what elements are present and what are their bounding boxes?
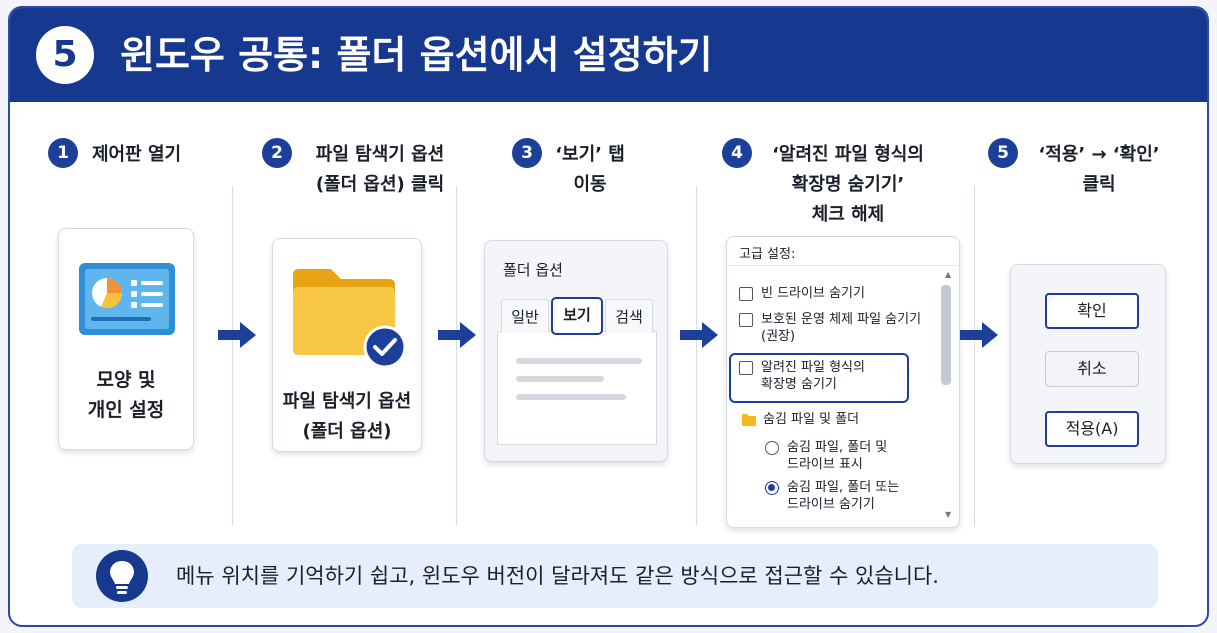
label-line: 파일 탐색기 옵션: [282, 391, 412, 412]
advanced-settings-title: 고급 설정:: [739, 247, 796, 262]
hide-known-extensions-label: 알려진 파일 형식의 확장명 숨기기: [761, 359, 865, 393]
label-line: 모양 및: [96, 369, 156, 391]
section-number: 5: [36, 26, 94, 84]
apply-button[interactable]: 적용(A): [1045, 411, 1139, 447]
control-panel-label: 모양 및 개인 설정: [59, 365, 193, 425]
tip-text: 메뉴 위치를 기억하기 쉽고, 윈도우 버전이 달라져도 같은 방식으로 접근할…: [176, 564, 939, 588]
hide-hidden-files-label: 숨김 파일, 폴더 또는 드라이브 숨기기: [787, 479, 899, 513]
step-label: 제어판 열기: [92, 140, 181, 170]
hide-empty-drives-label: 빈 드라이브 숨기기: [761, 285, 865, 302]
hide-protected-os-files-label: 보호된 운영 체제 파일 숨기기 (권장): [761, 311, 921, 345]
step-label: ‘보기’ 탭 이동: [550, 140, 630, 200]
step-label: 파일 탐색기 옵션 (폴더 옵션) 클릭: [300, 140, 460, 200]
arrow-right-icon: [960, 322, 998, 348]
step-label-line: (폴더 옵션) 클릭: [315, 174, 445, 195]
label-line: 알려진 파일 형식의: [761, 360, 865, 375]
step-label-line: ‘보기’ 탭: [555, 144, 625, 165]
page-title: 윈도우 공통: 폴더 옵션에서 설정하기: [120, 33, 713, 77]
step-number: 2: [262, 138, 292, 168]
folder-options-dialog: 폴더 옵션 일반 보기 검색: [484, 240, 668, 462]
scroll-up-icon[interactable]: ▲: [945, 270, 952, 279]
arrow-right-icon: [680, 322, 718, 348]
hide-known-extensions-checkbox[interactable]: [739, 361, 753, 375]
lightbulb-icon: [96, 550, 148, 602]
advanced-settings-panel: 고급 설정: 빈 드라이브 숨기기 보호된 운영 체제 파일 숨기기 (권장) …: [726, 236, 960, 528]
tab-general[interactable]: 일반: [501, 299, 549, 333]
divider: [727, 265, 959, 266]
label-line: (폴더 옵션): [302, 421, 392, 442]
label-line: 보호된 운영 체제 파일 숨기기: [761, 312, 922, 327]
label-line: (권장): [761, 329, 796, 344]
column-divider: [696, 186, 697, 526]
dialog-title: 폴더 옵션: [503, 261, 563, 279]
explorer-options-card[interactable]: 파일 탐색기 옵션 (폴더 옵션): [272, 238, 422, 452]
show-hidden-files-label: 숨김 파일, 폴더 및 드라이브 표시: [787, 439, 887, 473]
step-label: ‘알려진 파일 형식의 확장명 숨기기’ 체크 해제: [758, 140, 938, 230]
arrow-right-icon: [438, 322, 476, 348]
hide-protected-os-files-checkbox[interactable]: [739, 313, 753, 327]
tab-search[interactable]: 검색: [605, 299, 653, 333]
placeholder-line: [516, 358, 642, 364]
label-line: 빈 드라이브 숨기기: [761, 286, 865, 301]
label-line: 숨김 파일 및 폴더: [763, 412, 860, 427]
dialog-buttons-card: 확인 취소 적용(A): [1010, 264, 1166, 464]
step-label-line: 확장명 숨기기’: [791, 174, 905, 195]
ok-button[interactable]: 확인: [1045, 293, 1139, 329]
step-label-line: ‘적용’ → ‘확인’: [1038, 144, 1160, 165]
step-number: 3: [512, 138, 542, 168]
highlight-box: [729, 353, 909, 403]
label-line: 숨김 파일, 폴더 또는: [787, 480, 900, 495]
tip-box: 메뉴 위치를 기억하기 쉽고, 윈도우 버전이 달라져도 같은 방식으로 접근할…: [72, 544, 1158, 608]
title-banner: 5 윈도우 공통: 폴더 옵션에서 설정하기: [10, 8, 1207, 102]
step-number: 1: [48, 138, 78, 168]
column-divider: [456, 186, 457, 526]
scroll-down-icon[interactable]: ▼: [945, 510, 952, 519]
label-line: 개인 설정: [87, 399, 165, 421]
column-divider: [974, 186, 975, 526]
hide-empty-drives-checkbox[interactable]: [739, 287, 753, 301]
step-number: 5: [988, 138, 1018, 168]
placeholder-line: [516, 376, 604, 382]
explorer-options-label: 파일 탐색기 옵션 (폴더 옵션): [273, 387, 421, 447]
cancel-button[interactable]: 취소: [1045, 351, 1139, 387]
step-number: 4: [722, 138, 752, 168]
scrollbar-thumb[interactable]: [941, 285, 951, 385]
column-divider: [232, 186, 233, 526]
label-line: 드라이브 숨기기: [787, 497, 875, 512]
label-line: 숨김 파일, 폴더 및: [787, 440, 888, 455]
step-label-line: 체크 해제: [811, 204, 885, 225]
control-panel-card[interactable]: 모양 및 개인 설정: [58, 228, 194, 450]
folder-icon: [742, 414, 756, 426]
step-label-line: 파일 탐색기 옵션: [315, 144, 445, 165]
arrow-right-icon: [218, 322, 256, 348]
step-label-line: 제어판 열기: [92, 144, 182, 165]
hide-hidden-files-radio[interactable]: [765, 481, 779, 495]
hidden-files-group-label: 숨김 파일 및 폴더: [763, 411, 859, 428]
infographic-frame: 5 윈도우 공통: 폴더 옵션에서 설정하기 1 제어판 열기 2 파일 탐색기…: [8, 6, 1209, 627]
step-label-line: 이동: [573, 174, 607, 195]
label-line: 드라이브 표시: [787, 457, 863, 472]
folder-check-icon: [293, 269, 407, 369]
tab-view[interactable]: 보기: [551, 297, 603, 335]
control-panel-icon: [79, 263, 175, 335]
show-hidden-files-radio[interactable]: [765, 441, 779, 455]
step-label: ‘적용’ → ‘확인’ 클릭: [1024, 140, 1174, 200]
label-line: 확장명 숨기기: [761, 377, 837, 392]
step-label-line: ‘알려진 파일 형식의: [772, 144, 924, 165]
placeholder-line: [516, 394, 626, 400]
tab-panel: [497, 331, 657, 445]
step-label-line: 클릭: [1082, 174, 1116, 195]
